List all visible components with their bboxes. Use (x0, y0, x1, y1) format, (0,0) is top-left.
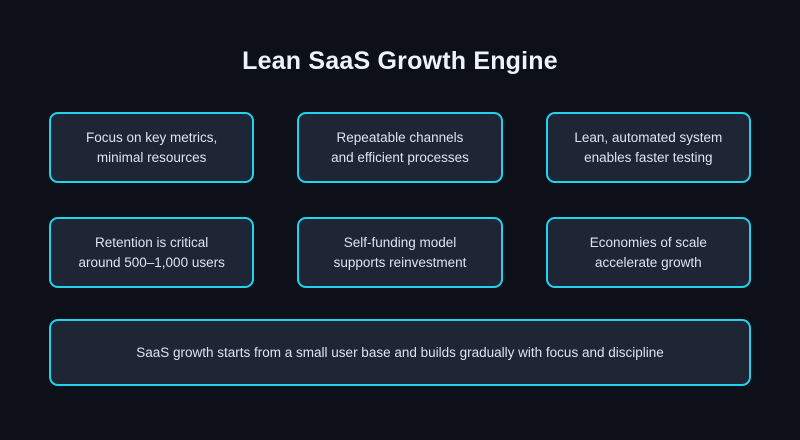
card-focus-metrics[interactable]: Focus on key metrics, minimal resources (49, 112, 255, 183)
summary-banner-label: SaaS growth starts from a small user bas… (136, 344, 664, 360)
card-economies-of-scale[interactable]: Economies of scale accelerate growth (545, 217, 751, 288)
card-repeatable-channels[interactable]: Repeatable channels and efficient proces… (297, 112, 503, 183)
card-self-funding-model[interactable]: Self-funding model supports reinvestment (297, 217, 503, 288)
card-label: Self-funding model supports reinvestment (333, 234, 467, 270)
card-label: Repeatable channels and efficient proces… (331, 129, 469, 165)
card-label: Economies of scale accelerate growth (589, 234, 707, 270)
card-grid: Focus on key metrics, minimal resources … (49, 112, 751, 288)
card-label: Focus on key metrics, minimal resources (86, 129, 218, 165)
card-lean-automated-system[interactable]: Lean, automated system enables faster te… (545, 112, 751, 183)
summary-banner[interactable]: SaaS growth starts from a small user bas… (49, 319, 751, 386)
page-title: Lean SaaS Growth Engine (242, 47, 558, 75)
card-label: Retention is critical around 500–1,000 u… (78, 234, 225, 270)
card-label: Lean, automated system enables faster te… (574, 129, 723, 165)
card-retention-critical[interactable]: Retention is critical around 500–1,000 u… (49, 217, 255, 288)
